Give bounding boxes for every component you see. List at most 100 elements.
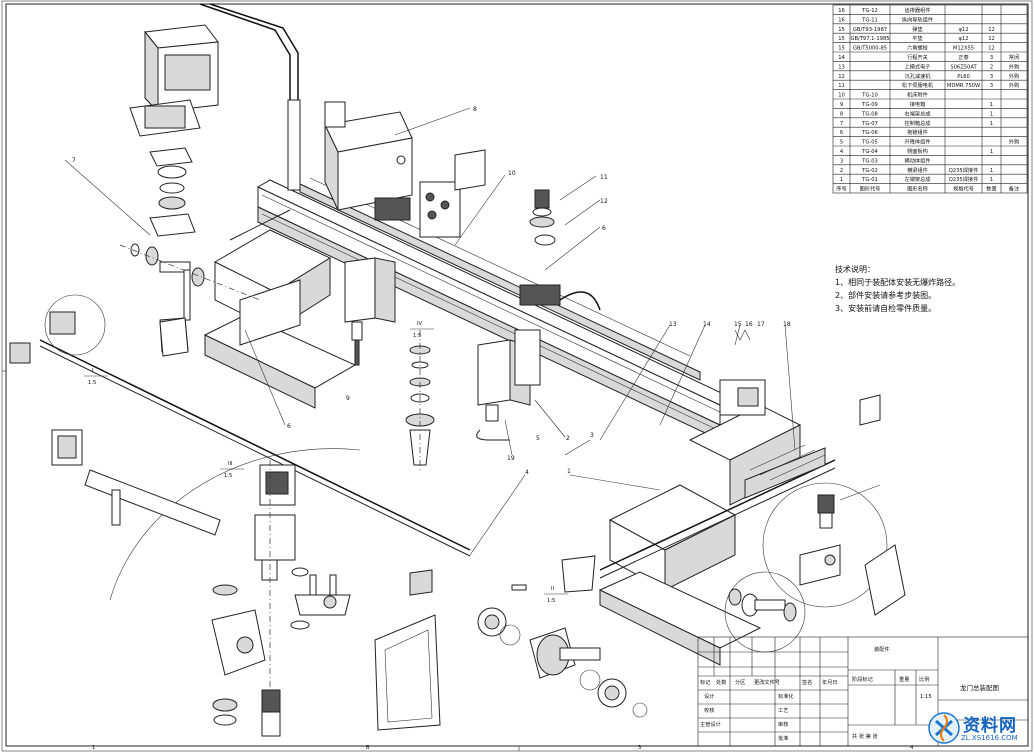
parts-cell-qty: 1 <box>990 121 993 127</box>
balloon-3: 3 <box>590 432 594 439</box>
role-standard: 标准化 <box>778 692 794 700</box>
parts-cell-no: 15 <box>838 46 845 52</box>
parts-cell-no: 5 <box>840 140 843 146</box>
rev-h2: 分区 <box>735 678 745 686</box>
zone-1: 1 <box>92 745 95 751</box>
parts-cell-spec: Q235焊接件 <box>949 166 979 174</box>
balloon-14: 14 <box>703 321 711 328</box>
parts-cell-code: TG-06 <box>861 130 878 136</box>
zone-markers: 1 B 3 4 <box>92 745 914 751</box>
balloon-2: 2 <box>566 435 570 442</box>
parts-cell-spec: Q235焊接件 <box>949 175 979 183</box>
leader-lines <box>64 107 881 556</box>
parts-cell-note: 常闭 <box>1009 53 1019 61</box>
pipe-arm <box>199 3 301 191</box>
gantry-beam <box>256 177 734 441</box>
zone-2: B <box>366 745 370 751</box>
parts-cell-name: 左端架总成 <box>905 175 931 183</box>
rev-h0: 标记 <box>700 678 710 686</box>
rev-h3: 更改文件号 <box>754 678 780 686</box>
parts-cell-spec: 规格代号 <box>953 185 974 193</box>
parts-cell-name: 沉孔减速机 <box>905 72 932 80</box>
detail-IV-parts <box>724 394 906 653</box>
parts-table-row: 1 TG-01 左端架总成 Q235焊接件 1 <box>840 175 993 183</box>
balloon-4: 4 <box>525 469 529 476</box>
parts-cell-no: 2 <box>840 168 843 174</box>
balloon-16: 16 <box>745 321 753 328</box>
balloon-1: 1 <box>567 468 571 475</box>
balloon-13: 13 <box>669 321 677 328</box>
parts-cell-no: 9 <box>840 102 843 108</box>
parts-cell-qty: 3 <box>990 83 993 89</box>
parts-cell-spec: S06Z50AT <box>950 64 977 70</box>
role-chief: 主管设计 <box>700 720 721 728</box>
parts-cell-name: 图形名称 <box>907 185 928 193</box>
title-ratio-label: 比例 <box>919 675 929 683</box>
balloon-10: 10 <box>508 170 516 177</box>
detail-IV-scale: 1:5 <box>413 333 421 339</box>
balloon-17: 17 <box>757 321 765 328</box>
detail-IV-id: IV <box>417 321 423 327</box>
parts-cell-name: 松下伺服电机 <box>902 81 934 89</box>
detail-I-id: I <box>92 368 94 374</box>
balloon-19: 19 <box>507 455 515 462</box>
balloon-7: 7 <box>72 157 76 164</box>
balloon-12: 12 <box>600 198 608 205</box>
parts-cell-name: 控制箱总成 <box>905 119 931 127</box>
rev-h5: 年月日 <box>822 678 838 686</box>
parts-cell-name: 右端架总成 <box>905 109 931 117</box>
title-sheets: 共 张 第 张 <box>852 732 879 740</box>
torch-carriage-right <box>476 329 541 441</box>
detail-II-scale: 1:5 <box>547 598 555 604</box>
parts-cell-note: 外购 <box>1009 62 1019 70</box>
left-end-frame <box>203 209 357 409</box>
parts-cell-name: 接电箱 <box>910 100 926 108</box>
parts-cell-no: 15 <box>838 27 845 33</box>
parts-cell-spec: φ12 <box>958 27 968 33</box>
role-review: 审核 <box>778 720 788 728</box>
balloon-8: 8 <box>473 106 477 113</box>
parts-cell-name: 行程开关 <box>907 53 928 61</box>
title-block: 装配件 阶段标记 重量 比例 1:15 龙门总装配图 共 张 第 张 标记 处数… <box>697 636 1029 747</box>
parts-cell-qty: 数量 <box>986 185 996 193</box>
exploded-stack-left <box>405 330 435 470</box>
watermark: 资料网 ZL.XS1616.COM <box>925 709 1030 749</box>
balloon-6: 6 <box>602 225 606 232</box>
tech-note-2: 2、部件安装请参考步装图。 <box>835 290 936 300</box>
right-end-frame <box>598 379 802 666</box>
parts-cell-code: TG-04 <box>861 149 878 155</box>
parts-cell-code: TG-09 <box>861 102 878 108</box>
tech-notes-title: 技术说明： <box>835 264 875 274</box>
technical-notes: 技术说明： 1、相同于装配体安装无爆炸路径。 2、部件安装请参考步装图。 3、安… <box>835 264 960 313</box>
parts-cell-note: 外购 <box>1009 81 1019 89</box>
zone-3: 3 <box>638 745 641 751</box>
balloon-18: 18 <box>783 321 791 328</box>
parts-cell-note: 外购 <box>1009 72 1019 80</box>
title-stage-mark: 阶段标记 <box>852 675 873 683</box>
parts-cell-qty: 1 <box>990 177 993 183</box>
tech-note-3: 3、安装前请自检零件质量。 <box>835 303 936 313</box>
parts-cell-no: 1 <box>840 177 843 183</box>
parts-cell-name: 弹垫 <box>912 25 923 33</box>
servo-motor <box>529 189 556 246</box>
detail-I-parts <box>9 294 106 364</box>
parts-cell-qty: 1 <box>990 149 993 155</box>
balloon-15: 15 <box>734 321 742 328</box>
parts-cell-no: 序号 <box>836 185 846 193</box>
parts-cell-code: TG-07 <box>861 121 878 127</box>
parts-cell-name: 机床附件 <box>907 91 928 99</box>
rev-h4: 签名 <box>802 678 812 686</box>
parts-cell-qty: 3 <box>990 74 993 80</box>
parts-cell-name: 纵向导轨组件 <box>902 15 933 23</box>
parts-cell-spec: 正泰 <box>958 53 969 61</box>
parts-cell-code: TG-01 <box>861 177 878 183</box>
